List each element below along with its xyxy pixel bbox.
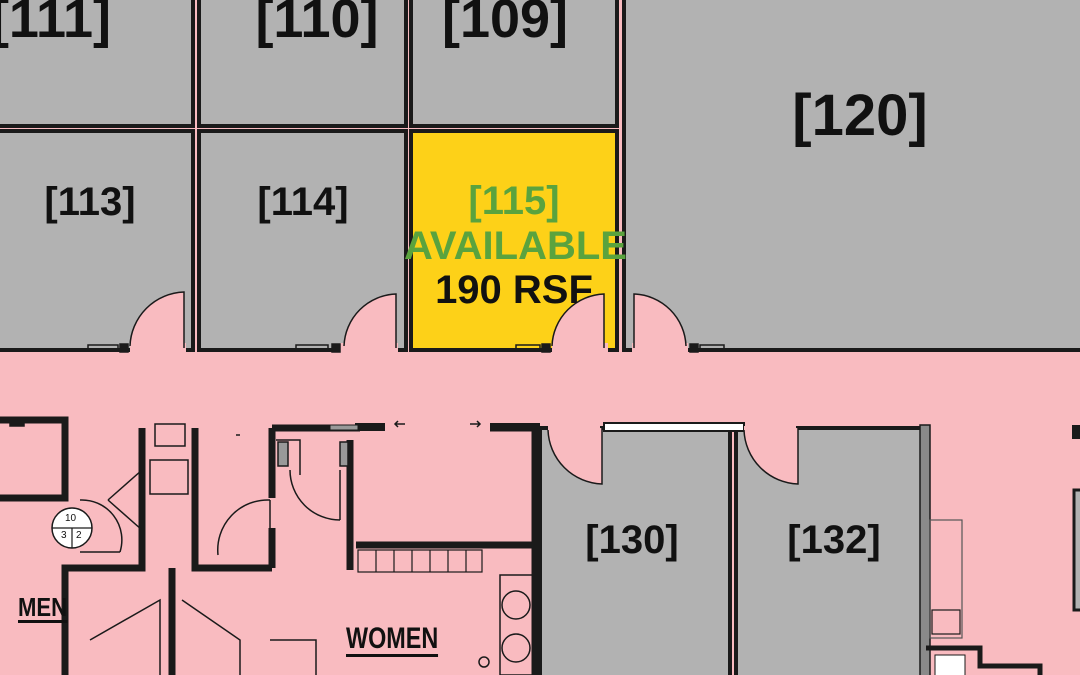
women-restroom-sign: WOMEN bbox=[346, 622, 439, 657]
wall-132-east bbox=[919, 424, 931, 675]
fixture-count-symbol bbox=[51, 507, 93, 549]
suite-label-109: [109] bbox=[441, 0, 569, 49]
fixture-lower-right bbox=[934, 654, 966, 675]
suite-label-110: [110] bbox=[255, 0, 379, 49]
suite-label-120: [120] bbox=[792, 83, 928, 148]
wall-stub bbox=[329, 424, 359, 431]
office-111 bbox=[0, 0, 195, 128]
sink bbox=[931, 609, 961, 635]
door-gap bbox=[340, 343, 398, 353]
wall-cap bbox=[603, 422, 745, 432]
fixture-number-top: 10 bbox=[65, 513, 77, 524]
counter bbox=[929, 519, 963, 639]
door-gap bbox=[632, 343, 688, 353]
suite-label-130: [130] bbox=[585, 518, 679, 562]
door-swing-130 bbox=[547, 428, 603, 485]
door-gap bbox=[552, 343, 608, 353]
lockers bbox=[357, 549, 483, 573]
door-swing-113 bbox=[129, 291, 185, 348]
available-area: 190 RSF bbox=[435, 268, 593, 312]
office-110 bbox=[197, 0, 408, 128]
suite-label-114: [114] bbox=[257, 180, 349, 224]
door-swing-120 bbox=[633, 293, 687, 348]
door-swing-132 bbox=[743, 428, 799, 485]
fixture-number-left: 3 bbox=[61, 530, 67, 541]
fixture-number-right: 2 bbox=[76, 530, 82, 541]
available-status: AVAILABLE bbox=[404, 224, 627, 268]
wall-lower-right bbox=[926, 645, 1043, 675]
wall-stub bbox=[1072, 488, 1080, 612]
available-suite-label: [115] bbox=[468, 179, 560, 223]
office-120 bbox=[622, 0, 1080, 352]
door-gap bbox=[130, 343, 186, 353]
suite-label-132: [132] bbox=[787, 518, 881, 562]
suite-label-113: [113] bbox=[44, 180, 136, 224]
wall-details bbox=[87, 343, 725, 353]
suite-label-111: [111] bbox=[0, 0, 112, 49]
wall-stub bbox=[1072, 425, 1080, 439]
wall-stub bbox=[490, 423, 540, 431]
men-restroom-sign: MEN bbox=[18, 592, 68, 623]
door-swing-115 bbox=[551, 293, 605, 348]
wall-stub bbox=[355, 423, 385, 431]
restroom-details bbox=[9, 419, 535, 675]
door-swing-114 bbox=[343, 293, 397, 348]
office-109 bbox=[409, 0, 619, 128]
